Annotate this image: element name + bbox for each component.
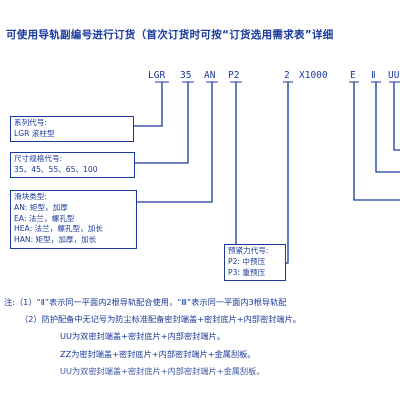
slider-box-line-hea: HEA: 法兰，螺孔型，加长: [14, 224, 103, 234]
code-count: 2: [284, 70, 290, 81]
slider-box-line-ea: EA: 法兰，螺孔型: [14, 213, 75, 223]
note-3: UU为双密封端盖+密封底片+内部密封端片。: [60, 331, 225, 341]
preload-box-title: 预紧力代号:: [228, 246, 269, 255]
code-accuracy: E: [350, 70, 356, 81]
code-length: X1000: [299, 70, 328, 81]
preload-box: 预紧力代号: P2: 中预压 P3: 重预压: [224, 244, 286, 281]
code-seal: UU: [388, 70, 400, 81]
series-box: 系列代号: LGR 滚柱型: [10, 116, 134, 142]
page-title: 可使用导轨副编号进行订货（首次订货时可按“订货选用需求表”详细: [6, 29, 334, 41]
note-1: 注:（1）“Ⅱ”表示同一平面内2根导轨配合使用，“Ⅲ”表示同一平面内3根导轨配: [4, 297, 287, 307]
preload-box-line-p3: P3: 重预压: [228, 267, 266, 277]
size-box-title: 尺寸规格代号:: [14, 154, 63, 163]
code-series: LGR: [148, 70, 166, 81]
code-preload: P2: [228, 70, 240, 81]
series-box-line: LGR 滚柱型: [14, 128, 55, 138]
slider-box: 滑块类型: AN: 矩型，加厚 EA: 法兰，螺孔型 HEA: 法兰，螺孔型，加…: [10, 190, 137, 249]
note-4: ZZ为密封端盖+密封底片+内部密封端片+金属刮板。: [60, 349, 256, 359]
series-box-title: 系列代号:: [14, 118, 47, 127]
code-pair: Ⅱ: [371, 70, 376, 81]
code-slider: AN: [204, 70, 216, 81]
slider-box-line-han: HAN: 矩型，加厚，加长: [14, 235, 97, 245]
size-box: 尺寸规格代号: 35、45、55、65、100: [10, 152, 135, 178]
note-2: （2）防护配备中无记号为防尘标准配备密封端盖+密封底片+内部密封端片。: [20, 314, 301, 324]
slider-box-line-an: AN: 矩型，加厚: [14, 202, 68, 212]
slider-box-title: 滑块类型:: [14, 192, 47, 201]
preload-box-line-p2: P2: 中预压: [228, 256, 266, 266]
size-box-line: 35、45、55、65、100: [14, 164, 98, 174]
code-size: 35: [180, 70, 192, 81]
note-5: UU为双密封端盖+密封底片+内部密封端片+金属刮板。: [60, 366, 265, 376]
